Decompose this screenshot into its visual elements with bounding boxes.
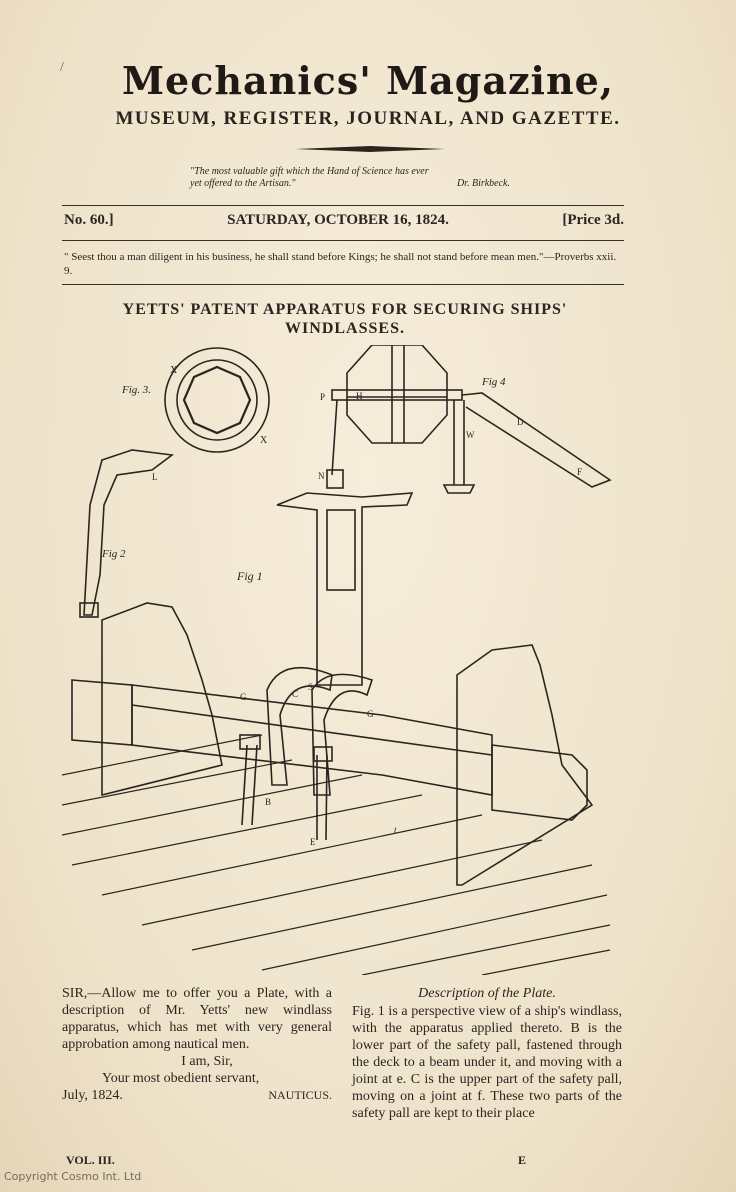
label-l: L	[152, 472, 158, 482]
label-c: C	[292, 689, 298, 699]
page-footer: VOL. III. E	[66, 1153, 526, 1168]
motto-line1: "The most valuable gift which the Hand o…	[190, 166, 429, 177]
windlass-plate-illustration: Fig. 3. X X Fig 4 P H D W N Fig 2 L	[62, 345, 612, 975]
bottom-rule	[62, 284, 624, 285]
article-title-line1: YETTS' PATENT APPARATUS FOR SECURING SHI…	[122, 301, 568, 318]
stray-mark: /	[60, 60, 64, 75]
signature-mark: E	[517, 1153, 526, 1167]
label-e: E	[310, 837, 316, 847]
label-t: t	[394, 825, 397, 835]
label-n: N	[318, 471, 325, 481]
letter-column: SIR,—Allow me to offer you a Plate, with…	[62, 985, 332, 1104]
fig4-assembly	[326, 345, 612, 494]
label-fig3: Fig. 3.	[121, 384, 151, 396]
label-b: B	[265, 797, 271, 807]
description-column: Description of the Plate. Fig. 1 is a pe…	[352, 985, 622, 1122]
masthead-subtitle: MUSEUM, REGISTER, JOURNAL, AND GAZETTE.	[115, 108, 621, 129]
motto: "The most valuable gift which the Hand o…	[190, 166, 510, 190]
label-fig4: Fig 4	[481, 376, 506, 388]
label-h: H	[356, 391, 363, 401]
motto-author: Dr. Birkbeck.	[456, 178, 510, 189]
copyright-watermark: Copyright Cosmo Int. Ltd	[4, 1170, 142, 1183]
fig1-windlass	[71, 492, 594, 886]
letter-body: SIR,—Allow me to offer you a Plate, with…	[62, 986, 332, 1052]
description-body: Fig. 1 is a perspective view of a ship's…	[352, 1004, 622, 1121]
label-fig1: Fig 1	[236, 569, 263, 583]
issue-date: SATURDAY, OCTOBER 16, 1824.	[227, 212, 449, 228]
label-x1: X	[170, 365, 178, 376]
label-g1: G	[240, 692, 247, 702]
article-title-line2: WINDLASSES.	[285, 320, 405, 337]
label-g2: G	[367, 709, 374, 719]
epigraph: " Seest thou a man diligent in his busin…	[64, 251, 617, 277]
issue-price: [Price 3d.	[562, 212, 624, 228]
mid-rule	[62, 240, 624, 241]
label-s: S	[308, 682, 313, 692]
label-p: P	[320, 392, 325, 402]
letter-salutation: I am, Sir,	[181, 1054, 233, 1069]
top-rule	[62, 205, 624, 206]
ornament-rule	[295, 146, 445, 152]
label-x2: X	[260, 435, 268, 446]
label-fig2: Fig 2	[101, 548, 126, 560]
letter-date: July, 1824.	[62, 1088, 123, 1103]
masthead-title: Mechanics' Magazine,	[121, 58, 614, 103]
issue-line: No. 60.] SATURDAY, OCTOBER 16, 1824. [Pr…	[64, 212, 624, 229]
letter-signature: NAUTICUS.	[268, 1088, 332, 1102]
article-title: YETTS' PATENT APPARATUS FOR SECURING SHI…	[64, 300, 626, 338]
label-w: W	[466, 430, 475, 440]
label-d: D	[517, 417, 524, 427]
motto-line2: yet offered to the Artisan."	[190, 178, 296, 189]
description-heading: Description of the Plate.	[418, 986, 556, 1001]
deck-planks	[62, 734, 611, 975]
fig2-pall	[79, 449, 175, 618]
label-f: F	[577, 467, 582, 477]
letter-closing: Your most obedient servant,	[102, 1071, 260, 1086]
volume-mark: VOL. III.	[66, 1153, 115, 1167]
fig3-ring	[164, 347, 270, 453]
issue-number: No. 60.]	[64, 212, 114, 228]
